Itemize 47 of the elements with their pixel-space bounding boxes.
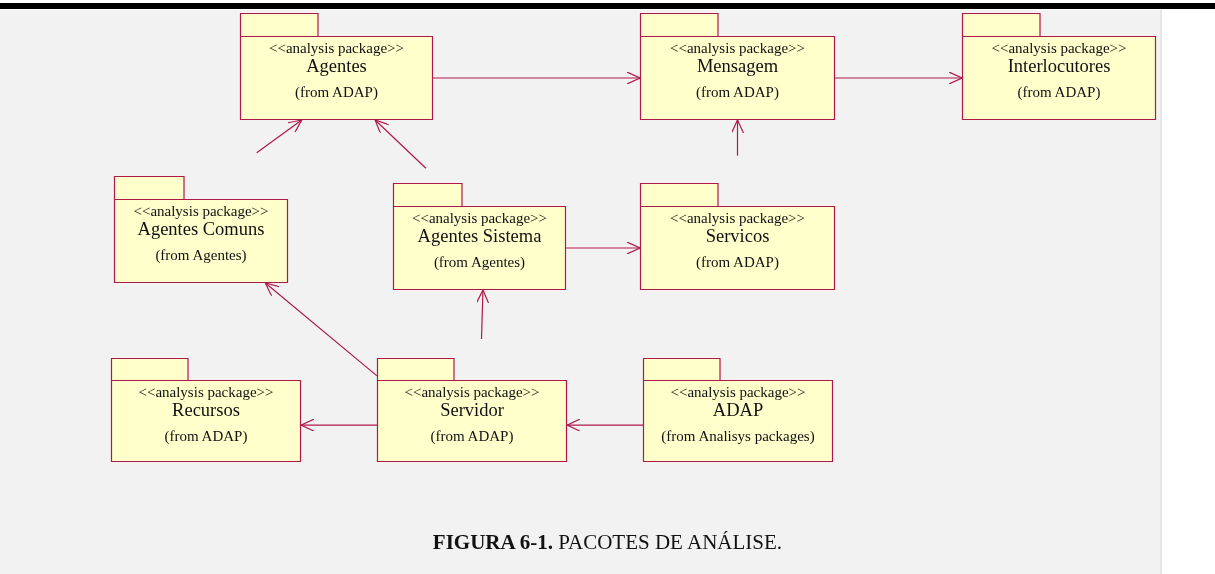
stereotype-label: <<analysis package>>	[669, 384, 807, 401]
package-name: Agentes Sistema	[416, 226, 543, 247]
package-origin: (from Agentes)	[432, 254, 527, 271]
package-box	[962, 13, 1156, 120]
stereotype-label: <<analysis package>>	[403, 384, 541, 401]
package-name: Recursos	[171, 400, 241, 421]
package-origin: (from ADAP)	[429, 428, 515, 445]
stereotype-label: <<analysis package>>	[137, 384, 275, 401]
stereotype-label: <<analysis package>>	[410, 210, 548, 227]
stereotype-label: <<analysis package>>	[990, 40, 1128, 57]
stereotype-label: <<analysis package>>	[132, 203, 270, 220]
package-box	[393, 183, 566, 290]
package-box	[377, 358, 567, 462]
package-box	[114, 176, 288, 283]
dependency-arrow	[264, 282, 378, 377]
dependency-arrow	[476, 289, 490, 340]
package-name: Servicos	[704, 226, 771, 247]
dependency-arrow	[432, 71, 641, 85]
package-name: Servidor	[439, 400, 505, 421]
package-origin: (from Agentes)	[154, 247, 248, 264]
package-box	[640, 183, 835, 290]
package-name: Agentes Comuns	[136, 219, 266, 240]
dependency-arrow	[566, 418, 644, 432]
package-box	[643, 358, 833, 462]
package-box	[640, 13, 835, 120]
figure-caption: FIGURA 6-1. PACOTES DE ANÁLISE.	[431, 530, 784, 555]
dependency-arrow	[256, 119, 303, 154]
package-box	[240, 13, 433, 120]
dependency-arrow	[834, 71, 963, 85]
package-origin: (from ADAP)	[294, 84, 379, 101]
package-origin: (from ADAP)	[695, 84, 780, 101]
dependency-arrow	[730, 119, 745, 157]
stereotype-label: <<analysis package>>	[668, 40, 806, 57]
dependency-arrow	[374, 119, 427, 169]
package-name: Interlocutores	[1006, 56, 1112, 77]
package-origin: (from ADAP)	[163, 428, 249, 445]
dependency-arrow	[300, 418, 378, 432]
dependency-arrow	[565, 241, 641, 255]
stereotype-label: <<analysis package>>	[267, 40, 405, 57]
package-name: ADAP	[711, 400, 765, 421]
package-name: Mensagem	[695, 56, 780, 77]
package-origin: (from ADAP)	[695, 254, 780, 271]
package-origin: (from Analisys packages)	[660, 428, 816, 445]
package-box	[111, 358, 301, 462]
package-origin: (from ADAP)	[1016, 84, 1102, 101]
stereotype-label: <<analysis package>>	[668, 210, 806, 227]
package-name: Agentes	[305, 56, 368, 77]
